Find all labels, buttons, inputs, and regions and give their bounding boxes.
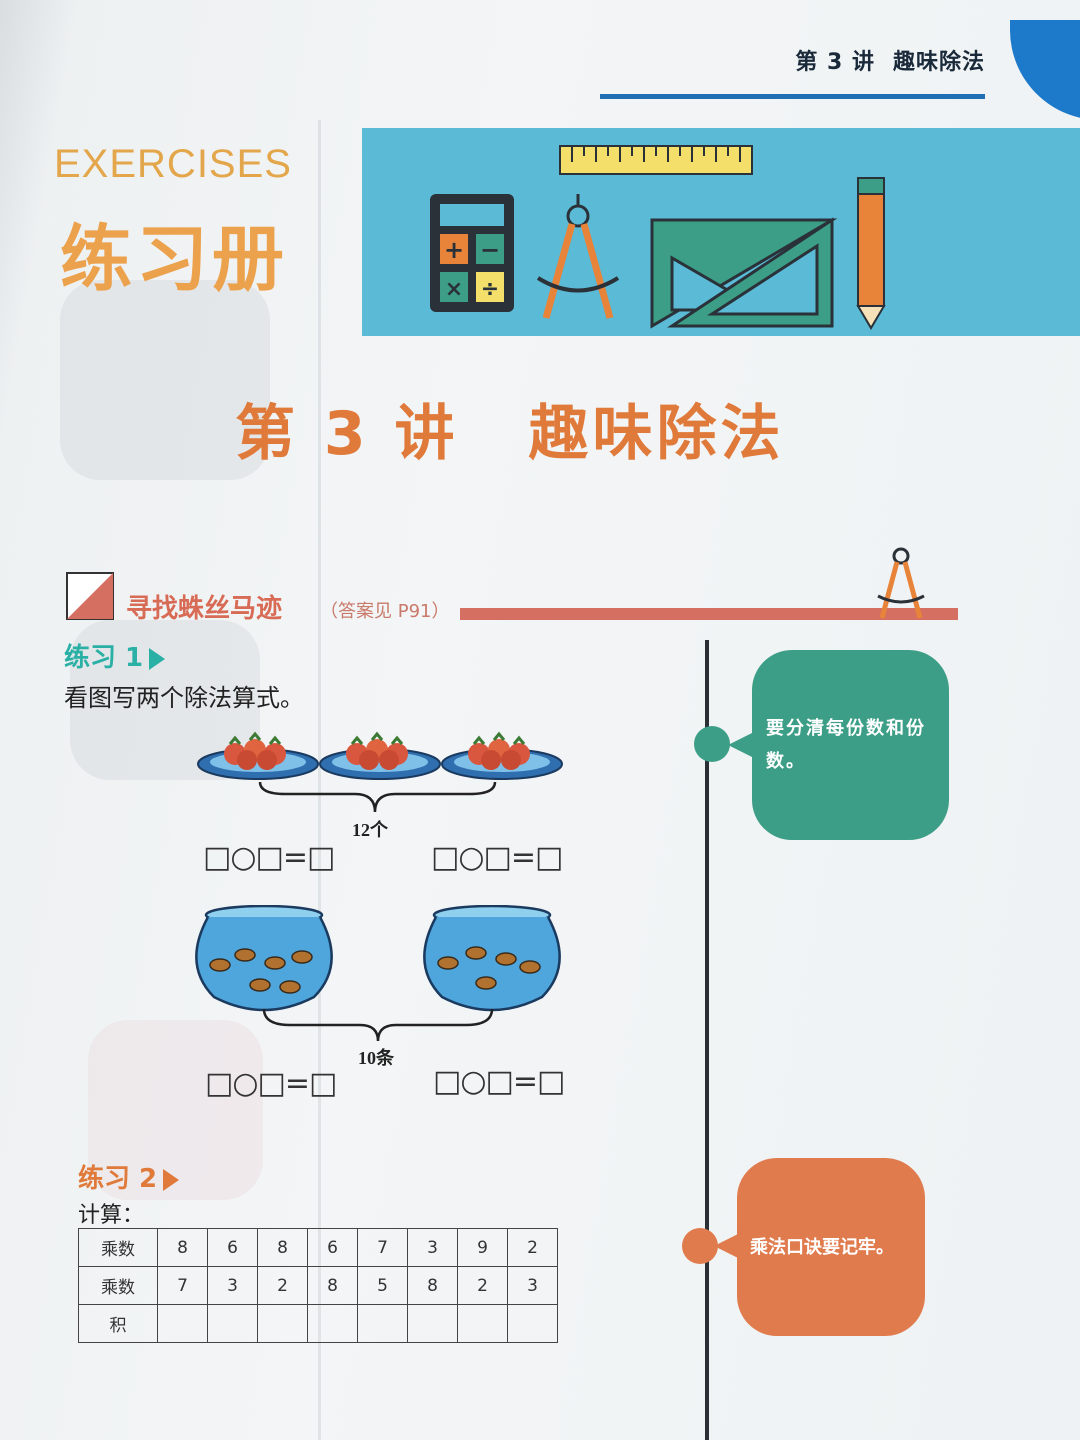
tip-dot [682, 1228, 718, 1264]
section-title: 寻找蛛丝马迹 [126, 594, 283, 624]
plates-caption: 12个 [352, 820, 388, 840]
exercise-2-instruction: 计算： [78, 1203, 145, 1228]
compass-icon [536, 194, 620, 319]
table-cell: 2 [457, 1266, 508, 1305]
running-header: 第 3 讲趣味除法 [795, 44, 985, 76]
exercises-english: EXERCISES [54, 142, 292, 186]
table-cell: 3 [507, 1266, 558, 1305]
tip-bubble [737, 1158, 925, 1336]
table-cell: 9 [457, 1228, 508, 1267]
table-cell: 7 [357, 1228, 408, 1267]
plate-icon [319, 731, 441, 780]
table-cell: 6 [307, 1228, 358, 1267]
formula-blank[interactable]: □○□=□ [205, 1066, 337, 1101]
lecture-title: 第 3 讲趣味除法 [235, 385, 785, 472]
table-cell: 7 [157, 1266, 208, 1305]
section-triangle-icon [66, 572, 114, 620]
svg-text:÷: ÷ [481, 277, 499, 302]
table-row: 乘数 8 6 8 6 7 3 9 2 [78, 1228, 558, 1267]
table-cell: 6 [207, 1228, 258, 1267]
fishbowl-icon [195, 905, 333, 1012]
section-answer-note: （答案见 P91） [320, 601, 450, 622]
table-cell: 8 [157, 1228, 208, 1267]
table-cell: 2 [507, 1228, 558, 1267]
strawberry-plates [197, 731, 563, 813]
header-lecture: 第 3 讲 [795, 50, 875, 75]
ruler-icon [559, 145, 753, 175]
table-cell: 8 [407, 1266, 458, 1305]
column-divider [705, 640, 709, 1440]
pencil-icon [856, 177, 886, 330]
table-row: 积 [78, 1304, 558, 1343]
answer-cell[interactable] [357, 1304, 408, 1343]
exercise-1-label: 练习 1 [64, 637, 166, 674]
table-cell: 3 [207, 1266, 258, 1305]
answer-cell[interactable] [307, 1304, 358, 1343]
formula-blank[interactable]: □○□=□ [433, 1064, 565, 1099]
calculator-icon: + − × ÷ [430, 194, 514, 312]
tip-bubble [752, 650, 949, 840]
compass-small-icon [877, 547, 925, 619]
ghost-shape [60, 280, 270, 480]
fish-bowls [195, 905, 561, 1042]
ghost-line [318, 120, 321, 1440]
row-header: 乘数 [78, 1228, 158, 1267]
table-cell: 5 [357, 1266, 408, 1305]
play-arrow-icon [163, 1168, 180, 1191]
bowls-caption: 10条 [358, 1048, 394, 1068]
answer-cell[interactable] [457, 1304, 508, 1343]
play-arrow-icon [149, 647, 166, 670]
table-cell: 8 [307, 1266, 358, 1305]
answer-cell[interactable] [207, 1304, 258, 1343]
row-header: 乘数 [78, 1266, 158, 1305]
plate-icon [441, 731, 563, 780]
tip-dot [694, 726, 730, 762]
tip-text: 要分清每份数和份数。 [766, 718, 926, 772]
answer-cell[interactable] [507, 1304, 558, 1343]
exercise-2-label: 练习 2 [78, 1158, 180, 1195]
exercise-1-instruction: 看图写两个除法算式。 [64, 684, 304, 712]
lecture-name: 趣味除法 [528, 399, 785, 469]
table-row: 乘数 7 3 2 8 5 8 2 3 [78, 1266, 558, 1305]
table-cell: 8 [257, 1228, 308, 1267]
lecture-number: 第 3 讲 [235, 399, 459, 469]
answer-cell[interactable] [407, 1304, 458, 1343]
svg-text:×: × [445, 277, 463, 302]
row-header: 积 [78, 1304, 158, 1343]
answer-cell[interactable] [257, 1304, 308, 1343]
formula-blank[interactable]: □○□=□ [431, 840, 563, 875]
svg-text:+: + [444, 236, 464, 264]
header-topic: 趣味除法 [892, 50, 985, 75]
table-cell: 2 [257, 1266, 308, 1305]
exercise-1-label-text: 练习 1 [64, 643, 144, 673]
tip-pointer [728, 730, 758, 760]
plate-icon [197, 731, 319, 780]
tip-pointer [714, 1232, 742, 1260]
table-cell: 3 [407, 1228, 458, 1267]
exercises-chinese: 练习册 [60, 217, 289, 301]
formula-blank[interactable]: □○□=□ [203, 840, 335, 875]
calc-table: 乘数 8 6 8 6 7 3 9 2 乘数 7 3 2 8 5 8 2 3 积 [78, 1228, 558, 1343]
svg-text:−: − [480, 236, 500, 264]
fishbowl-icon [423, 905, 561, 1012]
section-bar [460, 608, 958, 620]
header-rule [600, 94, 985, 99]
answer-cell[interactable] [157, 1304, 208, 1343]
exercise-2-label-text: 练习 2 [78, 1164, 158, 1194]
tip-text: 乘法口诀要记牢。 [750, 1237, 894, 1258]
set-square-icon [650, 217, 838, 329]
corner-tab [1010, 20, 1080, 120]
banner-illustration: + − × ÷ [362, 128, 1080, 336]
